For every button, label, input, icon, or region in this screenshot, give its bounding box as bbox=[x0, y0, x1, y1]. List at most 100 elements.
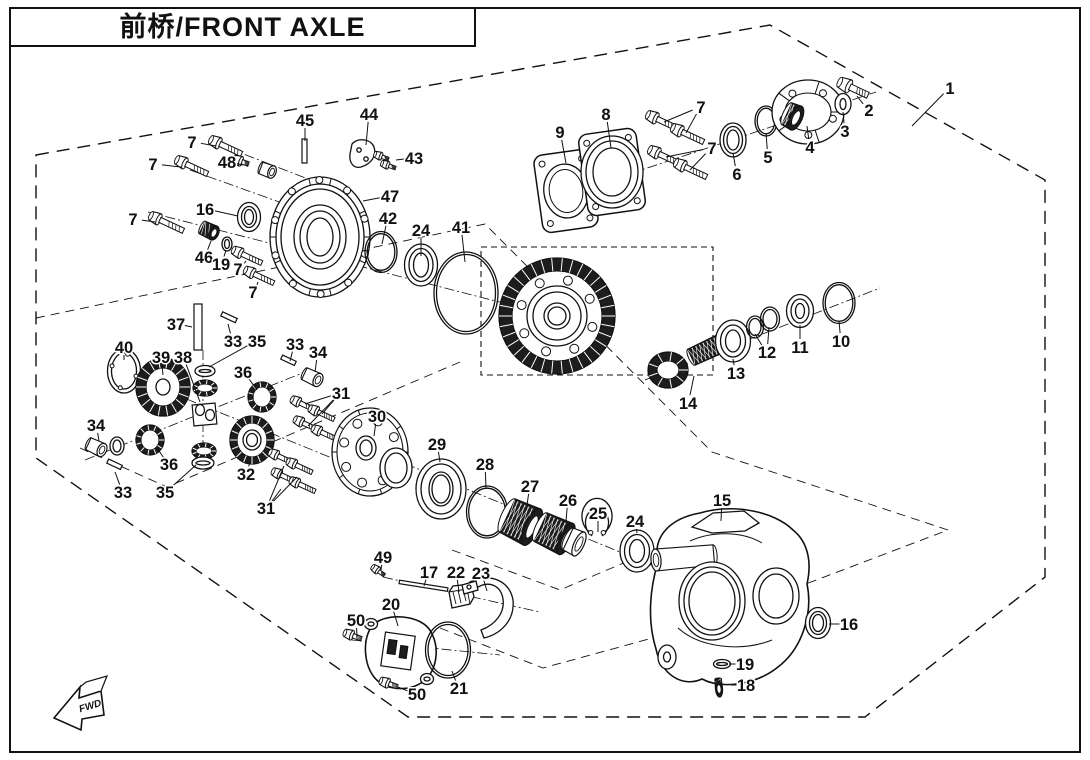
part-number-label: 42 bbox=[379, 210, 397, 228]
part-7-bolt bbox=[669, 122, 706, 146]
part-number-label: 7 bbox=[248, 284, 257, 302]
part-38-pinion-upper bbox=[192, 379, 218, 397]
part-number-label: 31 bbox=[257, 500, 275, 518]
leader-line bbox=[635, 528, 638, 534]
part-45-pin bbox=[301, 138, 308, 164]
part-47-cover-bolt-holes bbox=[271, 176, 369, 298]
part-number-label: 50 bbox=[347, 612, 365, 630]
part-16-oil-seal bbox=[804, 606, 832, 640]
part-48-sleeve bbox=[257, 161, 277, 179]
part-23-shift-fork-hole bbox=[466, 584, 472, 590]
page-border bbox=[9, 7, 1081, 753]
callout-19: 19 bbox=[210, 249, 232, 276]
part-21-o-ring bbox=[424, 621, 472, 679]
part-43-screw bbox=[373, 150, 390, 162]
callout-14: 14 bbox=[677, 375, 699, 415]
leader-line bbox=[235, 162, 244, 166]
part-23-shift-fork bbox=[469, 577, 514, 639]
part-number-label: 14 bbox=[679, 395, 698, 413]
part-number-label: 28 bbox=[476, 456, 494, 474]
part-number-label: 7 bbox=[187, 134, 196, 152]
washer-ring bbox=[109, 436, 125, 456]
callout-42: 42 bbox=[377, 209, 399, 245]
part-15-housing-handle bbox=[690, 510, 761, 534]
leader-line bbox=[97, 432, 100, 442]
part-number-label: 29 bbox=[428, 436, 446, 454]
callout-35: 35 bbox=[208, 332, 268, 368]
part-number-label: 7 bbox=[707, 140, 716, 158]
callout-40: 40 bbox=[113, 338, 135, 360]
part-20-actuator-plate bbox=[380, 631, 416, 671]
leader-line bbox=[561, 139, 567, 164]
part-number-label: 7 bbox=[128, 211, 137, 229]
callout-24: 24 bbox=[410, 221, 432, 256]
part-number-label: 27 bbox=[521, 478, 539, 496]
callout-7: 7 bbox=[665, 139, 718, 171]
callout-26: 26 bbox=[557, 491, 579, 522]
part-16-oil-seal bbox=[236, 201, 262, 233]
callout-25: 25 bbox=[587, 504, 609, 532]
leader-line bbox=[689, 375, 695, 396]
leader-line bbox=[842, 111, 845, 124]
part-number-label: 48 bbox=[218, 154, 236, 172]
fwd-arrow: FWD bbox=[52, 675, 109, 732]
part-33-pin bbox=[220, 311, 238, 324]
part-number-label: 36 bbox=[160, 456, 178, 474]
part-20-actuator-ear bbox=[419, 672, 435, 686]
callout-7: 7 bbox=[247, 281, 259, 304]
part-number-label: 47 bbox=[381, 188, 399, 206]
centerline bbox=[147, 211, 563, 319]
callout-48: 48 bbox=[216, 153, 244, 174]
leader-line bbox=[256, 281, 259, 286]
part-number-label: 34 bbox=[309, 344, 328, 362]
leader-line bbox=[765, 132, 768, 150]
leader-line bbox=[141, 219, 156, 223]
leader-line bbox=[483, 580, 488, 592]
part-27-coupling bbox=[497, 498, 544, 546]
callout-7: 7 bbox=[127, 210, 156, 231]
part-48-bolt bbox=[231, 154, 250, 167]
part-8-bearing-carrier-bore bbox=[580, 135, 644, 209]
leader-line bbox=[565, 507, 568, 522]
callout-43: 43 bbox=[395, 149, 425, 170]
phantom-line bbox=[35, 223, 950, 629]
part-26-coupling-tip bbox=[561, 527, 587, 557]
part-43-screw bbox=[380, 159, 397, 171]
part-38-pinion-lower bbox=[191, 442, 217, 460]
part-number-label: 41 bbox=[452, 219, 470, 237]
callout-23: 23 bbox=[470, 564, 492, 592]
callout-24: 24 bbox=[624, 512, 646, 534]
part-33-pin bbox=[105, 458, 124, 471]
callout-28: 28 bbox=[474, 455, 496, 489]
part-23-shift-fork-tab bbox=[461, 580, 479, 595]
callout-8: 8 bbox=[600, 105, 612, 149]
part-number-label: 40 bbox=[115, 339, 133, 357]
leader-line bbox=[754, 333, 763, 346]
callout-19: 19 bbox=[729, 655, 756, 676]
fwd-arrow-top-face bbox=[79, 675, 109, 692]
part-4-flange-boss bbox=[780, 102, 805, 131]
part-number-label: 32 bbox=[237, 466, 255, 484]
part-number-label: 44 bbox=[360, 106, 379, 124]
part-3-washer bbox=[834, 92, 852, 116]
leader-line bbox=[437, 451, 441, 463]
callout-46: 46 bbox=[193, 240, 215, 269]
part-38-spider-bore bbox=[204, 408, 216, 422]
leader-line bbox=[397, 686, 409, 692]
leader-line bbox=[381, 225, 387, 245]
part-number-label: 19 bbox=[736, 656, 754, 674]
leader-line bbox=[200, 142, 217, 147]
leader-line bbox=[161, 364, 164, 376]
callout-44: 44 bbox=[358, 105, 380, 146]
callout-27: 27 bbox=[519, 477, 541, 506]
part-14-group-box bbox=[480, 246, 714, 376]
callout-2: 2 bbox=[856, 95, 875, 122]
part-38-spider-bore bbox=[194, 403, 206, 417]
callout-38: 38 bbox=[172, 348, 201, 403]
leader-line bbox=[243, 260, 247, 264]
part-31-bolt bbox=[270, 467, 299, 486]
part-31-bolt bbox=[288, 476, 317, 495]
leader-line bbox=[911, 93, 944, 127]
part-50-bolt bbox=[342, 628, 363, 642]
